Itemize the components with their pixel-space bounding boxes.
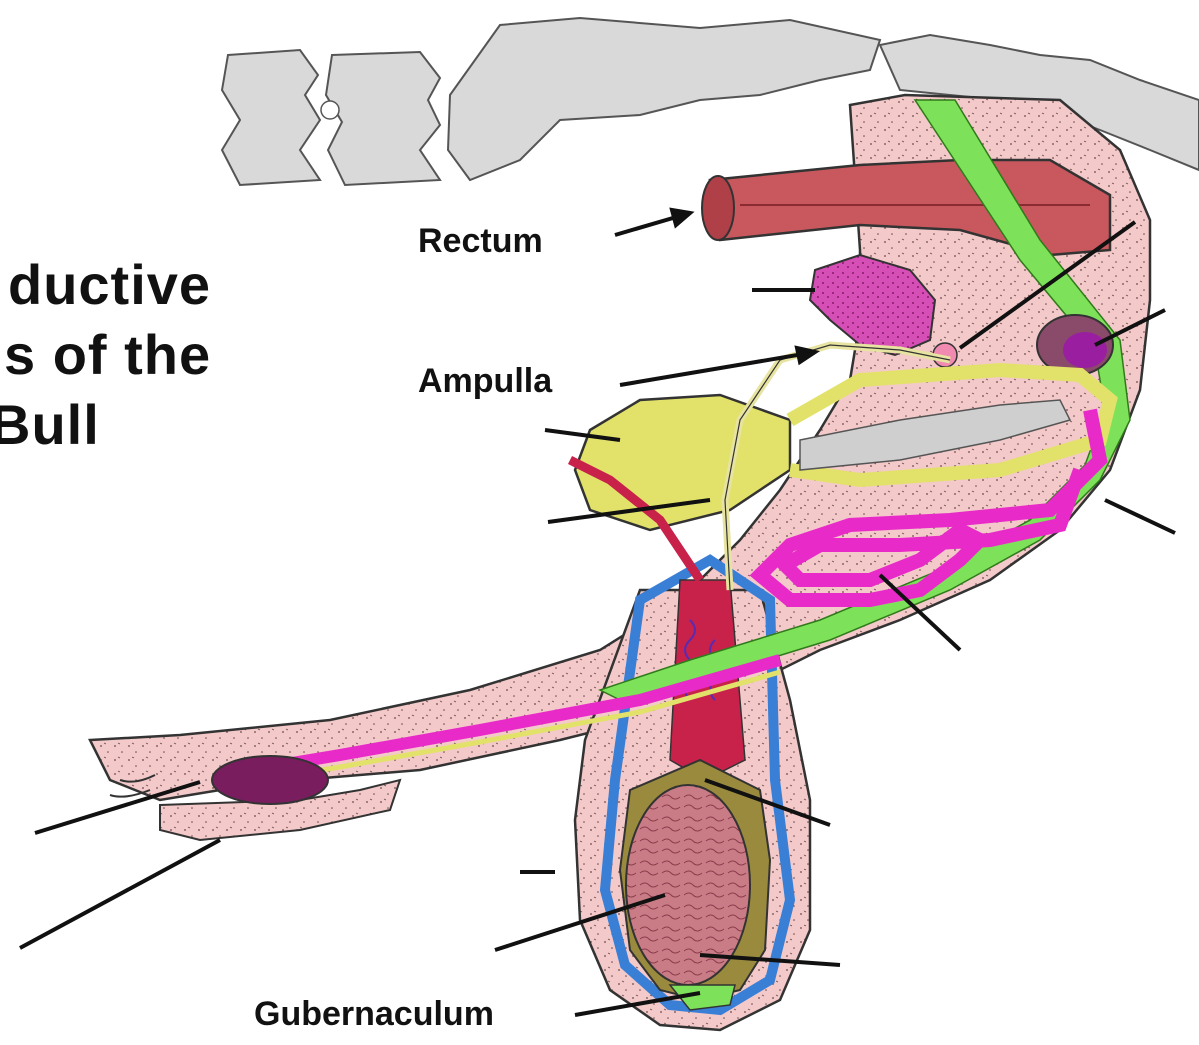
label-rectum: Rectum bbox=[418, 222, 543, 261]
sacrum bbox=[448, 18, 880, 180]
vertebra-2 bbox=[326, 52, 440, 185]
label-gubernaculum: Gubernaculum bbox=[254, 995, 494, 1034]
glans-penis bbox=[212, 756, 328, 804]
title-line-3: Bull bbox=[0, 392, 100, 457]
seminal-vesicle bbox=[575, 395, 790, 530]
arrow-rectum-head bbox=[672, 210, 690, 225]
vertebral-foramen bbox=[321, 101, 339, 119]
arrow-prepuce bbox=[20, 840, 220, 948]
arrow-ampulla-head bbox=[797, 348, 815, 362]
vertebra-1 bbox=[222, 50, 320, 185]
title-line-1: ductive bbox=[8, 252, 211, 317]
rectum-opening bbox=[702, 176, 734, 240]
label-ampulla: Ampulla bbox=[418, 362, 552, 401]
testis bbox=[626, 785, 750, 985]
title-line-2: s of the bbox=[4, 322, 211, 387]
arrow-ampulla bbox=[620, 352, 815, 385]
bulbourethral-inner bbox=[1063, 332, 1107, 368]
arrow-retractor bbox=[1105, 500, 1175, 533]
